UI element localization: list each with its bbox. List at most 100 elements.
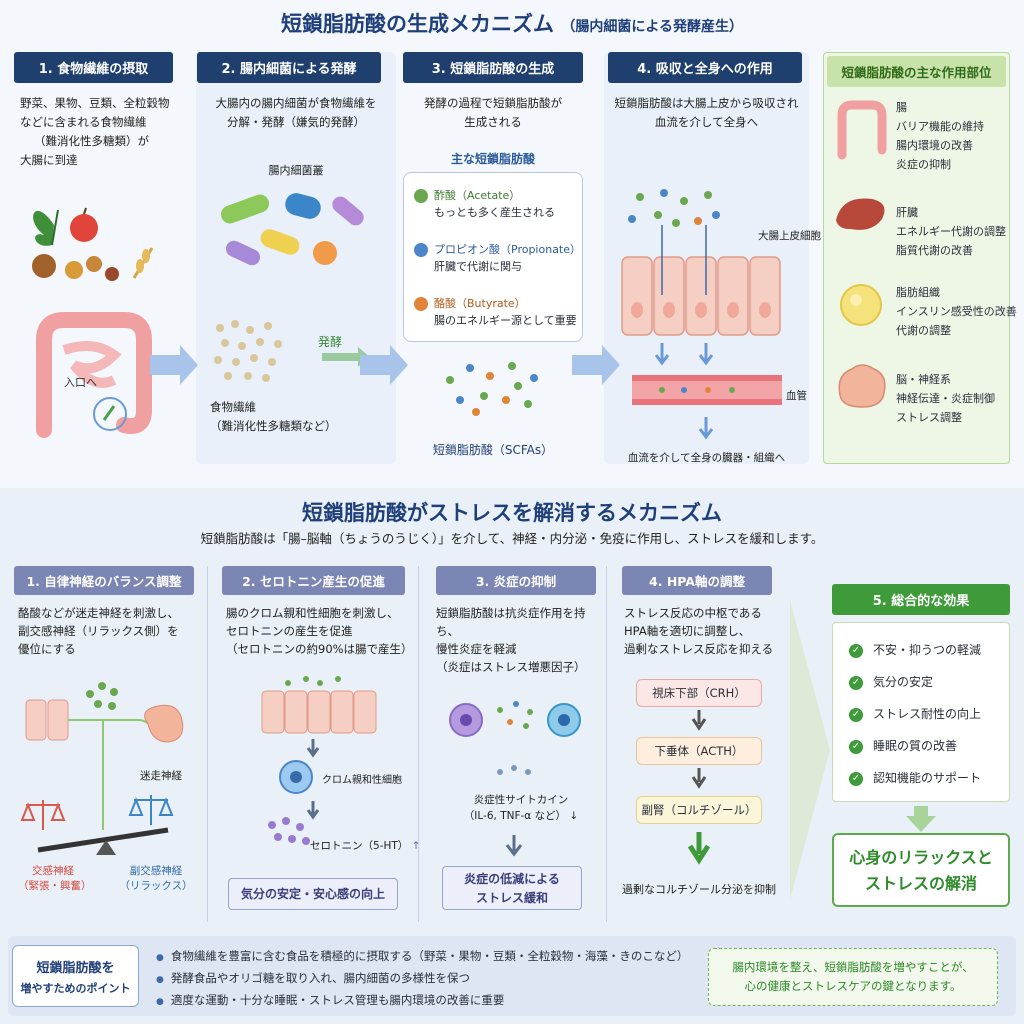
site-organ: 脳・神経系 [896,373,951,386]
mech2-desc-line: セロトニンの産生を促進 [226,624,353,638]
mech2-header: 2. セロトニン産生の促進 [222,566,405,595]
ferment-label: 発酵 [318,335,343,349]
flow-arrow [572,345,620,385]
page-title: 短鎖脂肪酸の生成メカニズム （腸内細菌による発酵産生） [0,8,1024,38]
mech4-desc: ストレス反応の中枢である HPA軸を適切に調整し、 過剰なストレス反応を抑える [624,604,804,658]
mech3-desc-line: 慢性炎症を軽減 [436,642,517,656]
flow-chevron [790,600,830,900]
divider [418,566,419,922]
ferment-arrow [322,347,370,367]
serotonin-label: セロトニン（5-HT） ↑ [310,838,420,853]
apple-icon [70,214,98,242]
overall-box: ✓不安・抑うつの軽減 ✓ 気分の安定 ✓ストレス耐性の向上 ✓睡眠の質の改善 ✓認… [832,622,1010,802]
scfa-label: 短鎖脂肪酸（SCFAs） [432,443,554,457]
chromaffin-label: クロム親和性細胞 [322,775,402,786]
conclusion-box: 心身のリラックスと ストレスの解消 [832,833,1010,907]
check-icon: ✓ [849,707,863,722]
site-organ: 腸 [896,101,907,114]
serotonin-dots-icon [268,817,310,845]
overall-header: 5. 総合的な効果 [832,584,1010,615]
step4-desc: 短鎖脂肪酸は大腸上皮から吸収され 血流を介して全身へ [604,94,809,132]
footer-bullet: 食物繊維を豊富に含む食品を積極的に摂取する（野菜・果物・豆類・全粒穀物・海藻・き… [156,948,689,964]
bacteria-icon [220,194,270,224]
title-sub: （腸内細菌による発酵産生） [561,19,743,35]
bacteria-icon [260,229,300,255]
butyrate-note: 腸のエネルギー源として重要 [434,314,577,327]
site-effect: インスリン感受性の改善 [896,305,1017,318]
bacteria-icon [225,240,261,266]
brain-icon [838,364,886,408]
vessel-label: 血管 [786,390,807,402]
absorption-illustration [621,189,782,440]
main-acids-label: 主な短鎖脂肪酸 [450,152,535,166]
up-arrow-icon: ↑ [411,840,421,852]
propionate-name: プロピオン酸（Propionate） [434,243,582,256]
point-title-line: 増やすためのポイント [20,982,131,995]
footer-bullet: 発酵食品やオリゴ糖を取り入れ、腸内細菌の多様性を保つ [156,970,470,986]
down-arrow-icon [906,806,936,832]
site-effect: バリア機能の維持 [896,120,984,133]
overall-item: ✓認知機能のサポート [849,769,981,786]
hpa-hypothalamus: 視床下部（CRH） [636,679,762,707]
vegetable-icon [33,209,59,246]
balance-beam [37,827,169,853]
site-effect: エネルギー代謝の調整 [896,225,1006,238]
mech1-desc-line: 優位にする [18,642,76,656]
acetate-name: 酢酸（Acetate） [434,189,521,202]
nut-icon [32,254,56,278]
mech3-desc: 短鎖脂肪酸は抗炎症作用を持ち、 慢性炎症を軽減 （炎症はストレス増悪因子） [436,604,606,676]
title-main: 短鎖脂肪酸の生成メカニズム [281,12,555,36]
step2-desc-line: 大腸内の腸内細菌が食物繊維を [215,96,377,110]
overall-item: ✓不安・抑うつの軽減 [849,641,981,658]
mech2-desc-line: 腸のクロム親和性細胞を刺激し、 [226,606,399,620]
divider [207,566,208,922]
overall-item: ✓睡眠の質の改善 [849,737,957,754]
propionate-note: 肝臓で代謝に関与 [434,260,522,273]
sympathetic-line: 交感神経 [32,865,74,877]
footer-message-line: 腸内環境を整え、短鎖脂肪酸を増やすことが、 [732,960,974,974]
overall-item-text: 認知機能のサポート [873,771,982,785]
point-title-box: 短鎖脂肪酸を 増やすためのポイント [12,945,139,1007]
site-effect: 腸内環境の改善 [896,139,973,152]
mech3-desc-line: 短鎖脂肪酸は抗炎症作用を持ち、 [436,606,586,638]
step2-desc-line: 分解・発酵（嫌気的発酵） [227,115,365,129]
scfa-dots-icon [628,189,720,227]
step1-header: 1. 食物繊維の摂取 [14,52,173,83]
down-arrow-icon [687,832,711,865]
hpa-adrenal: 副腎（コルチゾール） [636,796,762,824]
mech3-desc-line: （炎症はストレス増悪因子） [436,660,586,674]
mech2-result: 気分の安定・安心感の向上 [228,878,398,910]
overall-item-text: 気分の安定 [873,675,934,689]
site-effect: 神経伝達・炎症制御 [896,392,995,405]
organ-icons [836,100,887,408]
step2-desc: 大腸内の腸内細菌が食物繊維を 分解・発酵（嫌気的発酵） [196,94,396,132]
divider [606,566,607,922]
site-effect: ストレス調整 [896,411,962,424]
mech4-result: 過剰なコルチゾール分泌を抑制 [622,883,776,896]
bacteria-icon [332,196,364,226]
mech1-desc-line: 副交感神経（リラックス側）を [18,624,179,638]
point-title-line: 短鎖脂肪酸を [36,961,115,976]
hpa-pituitary: 下垂体（ACTH） [636,737,762,765]
conclusion-line: ストレスの解消 [864,874,977,893]
overall-item: ✓ストレス耐性の向上 [849,705,981,722]
overall-item-text: 睡眠の質の改善 [873,739,958,753]
step1-desc-line: などに含まれる食物繊維 [20,115,147,129]
food-and-intestine-illustration: 入口へ [32,207,154,438]
scale-icon [20,800,66,830]
propionate-icon [414,243,428,257]
step2-header: 2. 腸内細菌による発酵 [197,52,381,83]
mech2-desc-line: （セロトニンの約90%は腸で産生） [226,642,413,656]
mech4-desc-line: HPA軸を適切に調整し、 [624,624,751,638]
mech1-desc-line: 酪酸などが迷走神経を刺激し、 [18,606,179,620]
site-organ: 脂肪組織 [896,286,940,299]
conclusion-line: 心身のリラックスと [849,848,993,867]
mech4-desc-line: 過剰なストレス反応を抑える [624,642,774,656]
bacteria-icon [285,193,321,219]
mech1-header: 1. 自律神経のバランス調整 [14,566,194,595]
step2-panel [196,52,396,464]
fiber-label-line: 食物繊維 [210,400,256,414]
butyrate-icon [414,297,428,311]
site-effect: 炎症の抑制 [896,158,951,171]
down-arrow-icon [505,835,523,857]
